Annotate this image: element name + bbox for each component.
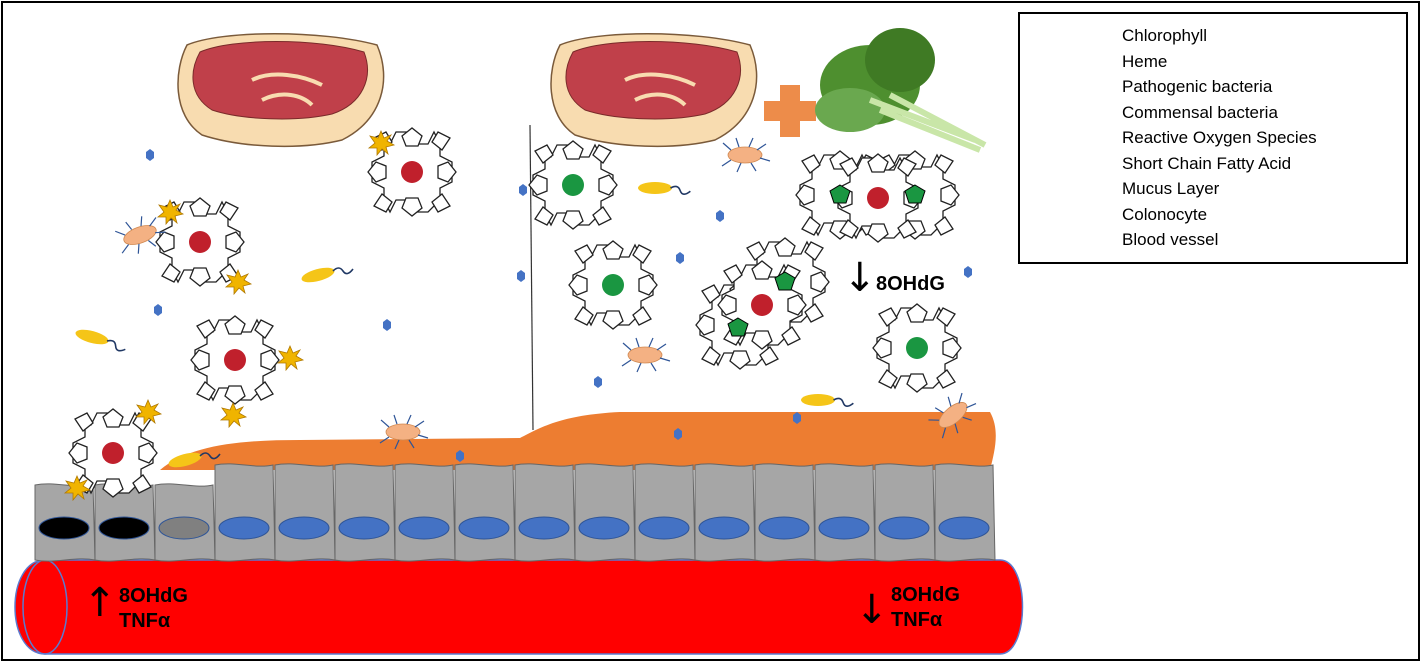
right-vessel-label-2: TNFα	[891, 609, 943, 631]
right-vessel-label-1: 8OHdG	[891, 584, 960, 606]
legend-label-commensal-bacteria: Commensal bacteria	[1122, 102, 1278, 122]
nucleus	[518, 516, 570, 540]
colonocyte	[154, 483, 216, 562]
down-arrow-icon: ↓	[855, 587, 889, 633]
colonocyte	[634, 463, 696, 562]
nucleus	[338, 516, 390, 540]
left-vessel-label-1: 8OHdG	[119, 585, 188, 607]
nucleus	[98, 516, 150, 540]
legend-label-chlorophyll: Chlorophyll	[1122, 26, 1208, 45]
heme-chlorophyll-complex	[695, 237, 830, 370]
legend-label-blood-vessel: Blood vessel	[1122, 230, 1219, 249]
nucleus	[638, 516, 690, 540]
colonocyte	[574, 463, 636, 562]
condition-divider	[529, 124, 534, 431]
colonocyte	[454, 463, 516, 562]
colonocyte	[274, 463, 336, 562]
legend-label-colonocyte: Colonocyte	[1122, 204, 1208, 224]
legend-label-ros-burst: Reactive Oxygen Species	[1122, 128, 1317, 147]
down-arrow-icon: ↓	[843, 255, 877, 301]
nucleus	[38, 516, 90, 540]
colonocyte	[514, 463, 576, 562]
nucleus	[158, 516, 210, 540]
legend-label-scfa-hexagon: Short Chain Fatty Acid	[1122, 153, 1292, 173]
spinach-icon	[815, 28, 987, 153]
colonocyte	[34, 483, 96, 562]
heme-chlorophyll-complex	[795, 150, 960, 242]
nucleus	[818, 516, 870, 540]
plus-icon	[764, 85, 816, 137]
colonocyte	[394, 463, 456, 562]
colonocyte	[814, 463, 876, 562]
nucleus	[938, 516, 990, 540]
colonocyte	[214, 463, 276, 562]
legend-label-mucus-layer: Mucus Layer	[1122, 179, 1220, 198]
nucleus	[878, 516, 930, 540]
mucus-layer	[160, 412, 996, 470]
nucleus	[578, 516, 630, 540]
up-arrow-icon: ↑	[83, 580, 117, 626]
nucleus	[758, 516, 810, 540]
colonocyte	[694, 463, 756, 562]
colonocyte	[874, 463, 936, 562]
colonocyte	[334, 463, 396, 562]
nucleus	[218, 516, 270, 540]
colonocyte	[934, 463, 996, 562]
legend-label-pathogenic-bacteria: Pathogenic bacteria	[1122, 77, 1273, 96]
nucleus	[698, 516, 750, 540]
nucleus	[458, 516, 510, 540]
legend-label-heme: Heme	[1122, 51, 1168, 71]
colonocyte	[754, 463, 816, 562]
colonocyte-row	[34, 463, 996, 562]
left-vessel-label-2: TNFα	[119, 610, 171, 632]
lumen-marker-label: 8OHdG	[876, 273, 945, 295]
nucleus	[398, 516, 450, 540]
nucleus	[278, 516, 330, 540]
